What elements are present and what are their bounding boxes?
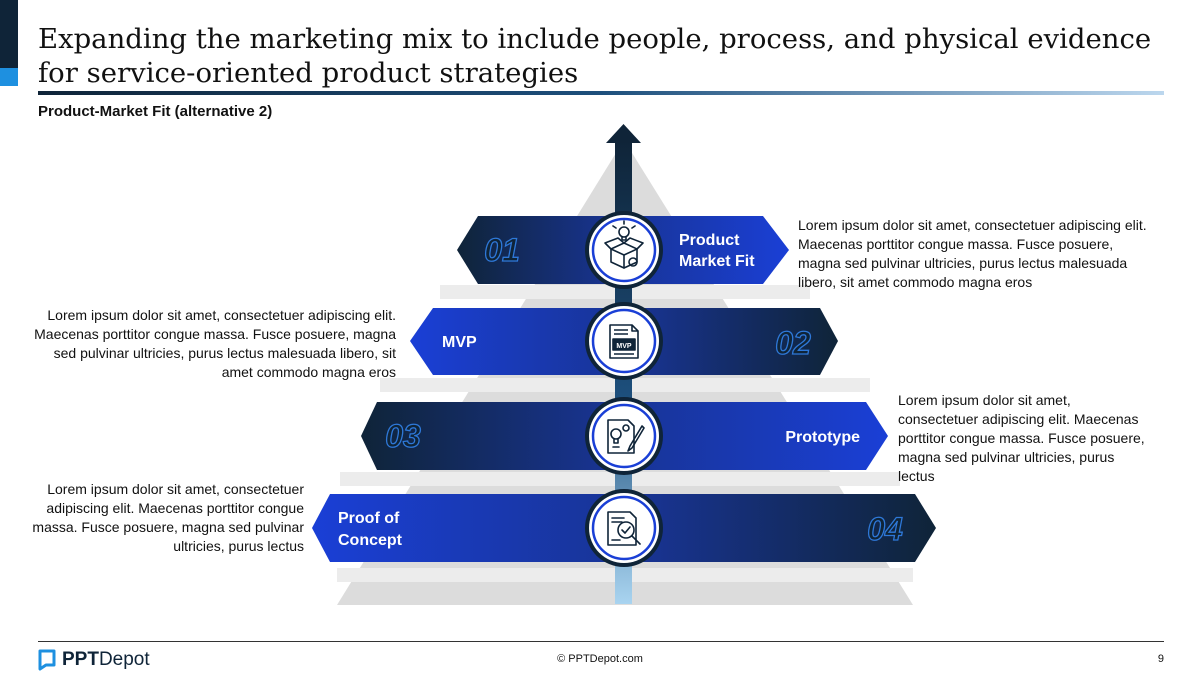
copyright-text: © PPTDepot.com	[557, 653, 643, 665]
logo-text: PPTDepot	[62, 649, 150, 671]
arrow-head	[606, 124, 641, 143]
logo-text-rest: Depot	[98, 649, 150, 670]
title-underline	[38, 91, 1164, 95]
stage-label-04-line2: Concept	[338, 532, 403, 549]
stage-description-02: Lorem ipsum dolor sit amet, consectetuer…	[34, 307, 396, 380]
stage-label-01-line2: Market Fit	[679, 253, 755, 270]
slide-subtitle: Product-Market Fit (alternative 2)	[38, 103, 273, 120]
stage-description-03: Lorem ipsum dolor sit amet, consectetuer…	[898, 392, 1145, 484]
logo-mark-icon	[38, 649, 56, 671]
mvp-document-icon: MVP	[585, 302, 663, 380]
slide-title: Expanding the marketing mix to include p…	[38, 23, 1152, 89]
box-lightbulb-gear-icon	[585, 211, 663, 289]
stage-number-03: 03	[385, 418, 421, 454]
stage-label-04-line1: Proof of	[338, 510, 400, 527]
stage-label-02: MVP	[442, 334, 477, 351]
accent-bar-dark	[0, 0, 18, 68]
stage-description-04: Lorem ipsum dolor sit amet, consectetuer…	[32, 481, 304, 554]
stage-number-02: 02	[775, 325, 811, 361]
pptdepot-logo: PPTDepot	[38, 648, 150, 672]
stage-number-04: 04	[867, 511, 903, 547]
stage-description-01: Lorem ipsum dolor sit amet, consectetuer…	[798, 217, 1147, 290]
accent-bar-light	[0, 68, 18, 86]
blueprint-pencil-icon	[585, 397, 663, 475]
stage-label-01-line1: Product	[679, 232, 740, 249]
mvp-icon-text: MVP	[616, 343, 632, 350]
page-number: 9	[1157, 653, 1164, 665]
footer-divider	[38, 641, 1164, 642]
logo-text-bold: PPT	[62, 649, 99, 670]
stage-label-03: Prototype	[785, 429, 860, 446]
document-magnifier-check-icon	[585, 489, 663, 567]
stage-number-01: 01	[484, 232, 520, 268]
